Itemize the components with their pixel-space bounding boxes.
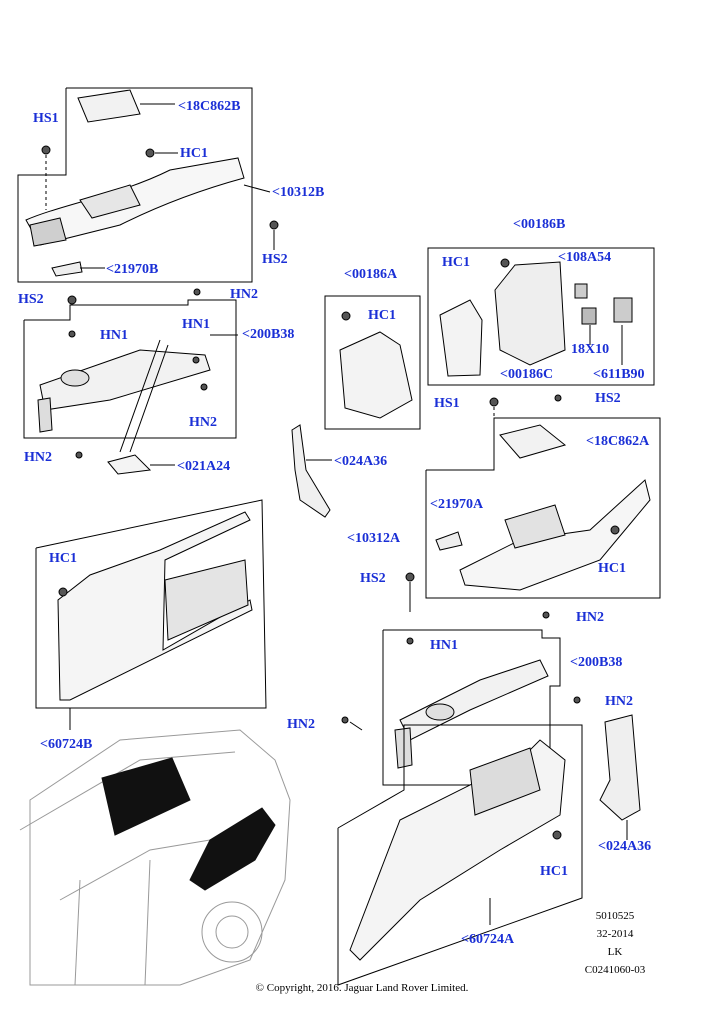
part-024a36-a: [291, 424, 331, 518]
fastener-hn1-b: [192, 356, 200, 364]
fastener-hs2-a: [269, 220, 279, 230]
group-frame-console-upper: [17, 87, 253, 283]
fastener-hc1-e: [552, 830, 562, 840]
fastener-hc1-f: [58, 587, 68, 597]
label-hn2-b: HN2: [189, 415, 217, 430]
part-60724b: [57, 511, 253, 701]
label-hs1-b: HS1: [434, 396, 460, 411]
part-00186c: [439, 299, 483, 377]
fastener-hn1-c: [406, 637, 414, 645]
label-024a36-a: <024A36: [334, 454, 388, 469]
fastener-hc1-a: [145, 148, 155, 158]
group-frame-quarter-panel-b: [35, 499, 267, 709]
label-hc1-c: HC1: [442, 255, 470, 270]
group-frame-quarter-panel-a: [337, 724, 583, 986]
label-18c862a: <18C862A: [586, 434, 650, 449]
fastener-hs2-b: [67, 295, 77, 305]
label-hc1-a: HC1: [180, 146, 208, 161]
vehicle-silhouette: [19, 729, 291, 986]
part-00186b: [494, 261, 566, 366]
label-hn1-b: HN1: [182, 317, 210, 332]
part-021a24: [107, 454, 152, 475]
vehicle-highlight-rear: [101, 757, 191, 836]
label-60724a: <60724A: [461, 932, 515, 947]
label-021a24: <021A24: [177, 459, 231, 474]
fastener-hn2-b: [200, 383, 208, 391]
fastener-hn2-f: [341, 716, 349, 724]
reference-number: 5010525: [595, 910, 635, 922]
label-00186b: <00186B: [513, 217, 566, 232]
label-hs2-b: HS2: [18, 292, 44, 307]
label-21970a: <21970A: [430, 497, 484, 512]
label-21970b: <21970B: [106, 262, 159, 277]
label-hs2-a: HS2: [262, 252, 288, 267]
label-18x10: 18X10: [571, 342, 610, 357]
label-hc1-f: HC1: [49, 551, 77, 566]
part-024a36-b: [599, 714, 641, 821]
fastener-hs1-b: [489, 397, 499, 407]
label-108a54: <108A54: [558, 250, 612, 265]
label-hn2-f: HN2: [287, 717, 315, 732]
fastener-hc1-c: [500, 258, 510, 268]
fastener-hc1-d: [610, 525, 620, 535]
label-00186a: <00186A: [344, 267, 398, 282]
fastener-hs1-a: [41, 145, 51, 155]
vehicle-highlight-side: [189, 807, 276, 891]
label-hc1-d: HC1: [598, 561, 626, 576]
part-18c862a: [499, 424, 567, 459]
group-frame-bracket-lower: [382, 629, 561, 786]
label-hs1: HS1: [33, 111, 59, 126]
fastener-hs2-c: [554, 394, 562, 402]
part-00186a: [339, 331, 413, 419]
copyright-notice: © Copyright, 2016. Jaguar Land Rover Lim…: [255, 982, 469, 994]
group-frame-bracket-upper: [23, 299, 237, 439]
fastener-hn2-c: [75, 451, 83, 459]
label-hc1-b: HC1: [368, 308, 396, 323]
part-611b90: [613, 297, 633, 323]
label-00186c: <00186C: [500, 367, 554, 382]
fastener-hn2-d: [542, 611, 550, 619]
label-18c862b: <18C862B: [178, 99, 241, 114]
label-hn2-c: HN2: [24, 450, 52, 465]
part-108a54: [574, 283, 588, 299]
label-hc1-e: HC1: [540, 864, 568, 879]
part-18x10: [581, 307, 597, 325]
reference-initials: LK: [607, 946, 623, 958]
part-200b38-lower: [399, 659, 549, 741]
group-frame-trim-00186a: [324, 295, 421, 430]
label-hn2-d: HN2: [576, 610, 604, 625]
reference-code: C0241060-03: [584, 964, 646, 976]
part-18c862b: [77, 89, 141, 123]
reference-date: 32-2014: [596, 928, 634, 940]
part-21970a: [435, 531, 463, 551]
label-611b90: <611B90: [593, 367, 645, 382]
label-024a36-b: <024A36: [598, 839, 652, 854]
label-hs2-d: HS2: [360, 571, 386, 586]
group-frame-trim-00186b: [427, 247, 655, 386]
label-10312a: <10312A: [347, 531, 401, 546]
label-hn2-a: HN2: [230, 287, 258, 302]
fastener-hn2-e: [573, 696, 581, 704]
label-hn1-a: HN1: [100, 328, 128, 343]
label-hn1-c: HN1: [430, 638, 458, 653]
label-10312b: <10312B: [272, 185, 325, 200]
label-hn2-e: HN2: [605, 694, 633, 709]
fastener-hn1-a: [68, 330, 76, 338]
label-60724b: <60724B: [40, 737, 93, 752]
label-hs2-c: HS2: [595, 391, 621, 406]
fastener-hc1-b: [341, 311, 351, 321]
label-200b38-b: <200B38: [570, 655, 623, 670]
fastener-hn2-a: [193, 288, 201, 296]
label-200b38-a: <200B38: [242, 327, 295, 342]
fastener-hs2-d: [405, 572, 415, 582]
